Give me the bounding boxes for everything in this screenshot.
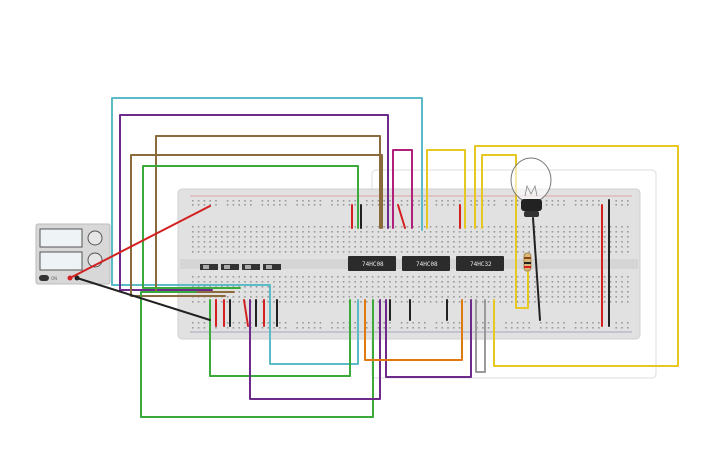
wire-purple-lower-2[interactable] <box>385 299 472 378</box>
chip-74hc32[interactable]: 74HC32 <box>456 256 504 271</box>
chip-74hc08-a[interactable]: 74HC08 <box>348 256 396 271</box>
wire-cyan[interactable] <box>111 97 423 365</box>
jumper-red[interactable] <box>243 299 249 327</box>
slide-switch-icon[interactable] <box>242 264 260 270</box>
wire-brown[interactable] <box>130 154 383 297</box>
chip-74hc08-b[interactable]: 74HC08 <box>402 256 450 271</box>
wire-magenta[interactable] <box>392 149 413 229</box>
chip-label: 74HC08 <box>362 261 384 268</box>
light-bulb-icon[interactable] <box>510 157 552 217</box>
chip-label: 74HC08 <box>416 261 438 268</box>
power-toggle-label: ON <box>51 276 57 281</box>
jumper-red[interactable] <box>397 204 406 229</box>
breadboard-holes <box>192 200 629 329</box>
lamp-lead[interactable] <box>532 217 541 321</box>
wire-green[interactable] <box>142 165 359 289</box>
wire-green-lower[interactable] <box>209 299 351 377</box>
wire-green-bottom[interactable] <box>140 291 374 418</box>
slide-switch-icon[interactable] <box>221 264 239 270</box>
wire-red-power[interactable] <box>69 205 211 279</box>
power-toggle[interactable] <box>39 275 49 281</box>
slide-switch-icon[interactable] <box>200 264 218 270</box>
wire-yellow-2[interactable] <box>474 145 679 367</box>
resistor-icon[interactable] <box>523 252 532 272</box>
chip-label: 74HC32 <box>470 261 492 268</box>
wire-yellow-1[interactable] <box>426 149 466 229</box>
power-supply-icon[interactable]: ON <box>35 223 111 285</box>
wire-purple-lower[interactable] <box>249 299 381 400</box>
wire-orange[interactable] <box>364 299 463 361</box>
wire-yellow-3[interactable] <box>481 154 529 309</box>
wire-purple[interactable] <box>119 114 389 291</box>
slide-switch-icon[interactable] <box>263 264 281 270</box>
wire-gray[interactable] <box>475 299 486 373</box>
wire-black-ground[interactable] <box>76 277 211 321</box>
